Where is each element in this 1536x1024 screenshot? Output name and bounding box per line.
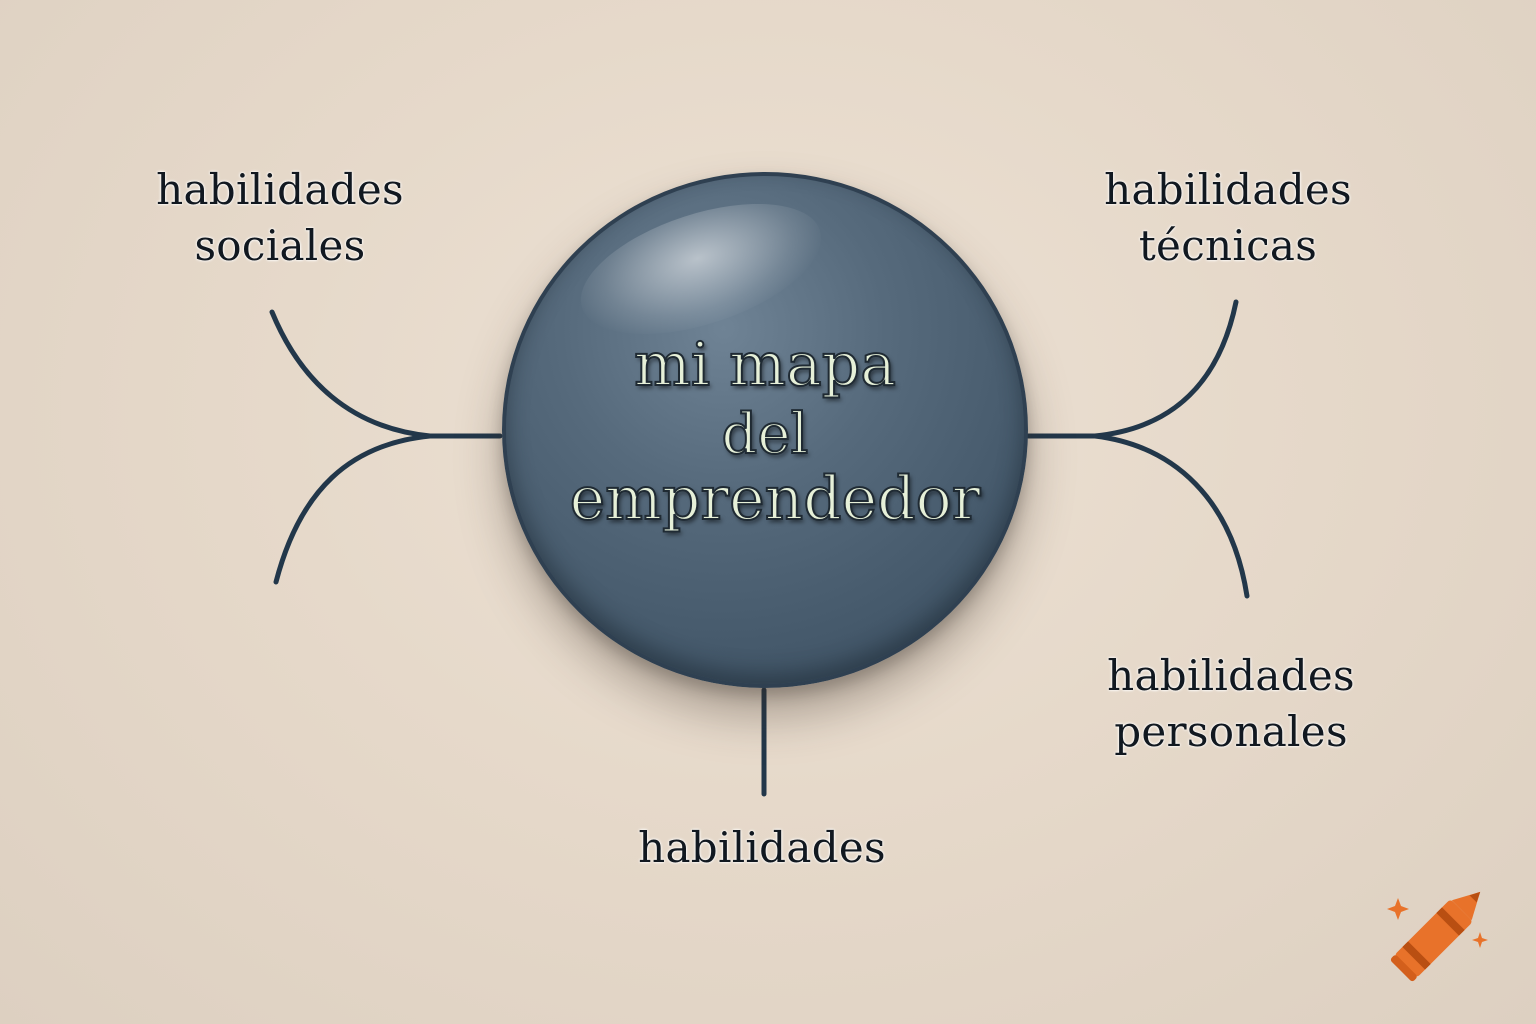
branch-technical-line-1: habilidades [1104,165,1352,214]
branch-personal-skills[interactable]: habilidades personales [1090,648,1372,760]
connector-technical-branch [1092,299,1239,439]
branch-technical-skills[interactable]: habilidades técnicas [1090,162,1366,274]
central-topic-line-2: del [721,402,810,467]
central-topic-line-1: mi mapa [633,329,897,401]
connector-left-lower-branch [273,433,433,585]
branch-personal-line-1: habilidades [1107,651,1355,700]
central-topic-title: mi mapa del emprendedor [506,326,1024,534]
branch-skills-bottom[interactable]: habilidades [622,820,902,876]
branch-personal-line-2: personales [1114,707,1348,756]
connector-social-branch [269,309,433,439]
central-topic-line-3: emprendedor [569,464,982,534]
connector-personal-branch [1092,433,1250,599]
branch-technical-line-2: técnicas [1138,221,1318,270]
crayon-icon [1387,891,1488,982]
branch-bottom-line-1: habilidades [638,823,886,872]
central-topic-node[interactable]: mi mapa del emprendedor [502,172,1028,688]
branch-social-skills[interactable]: habilidades sociales [142,162,418,274]
branch-social-line-1: habilidades [156,165,404,214]
branch-social-line-2: sociales [194,221,366,270]
